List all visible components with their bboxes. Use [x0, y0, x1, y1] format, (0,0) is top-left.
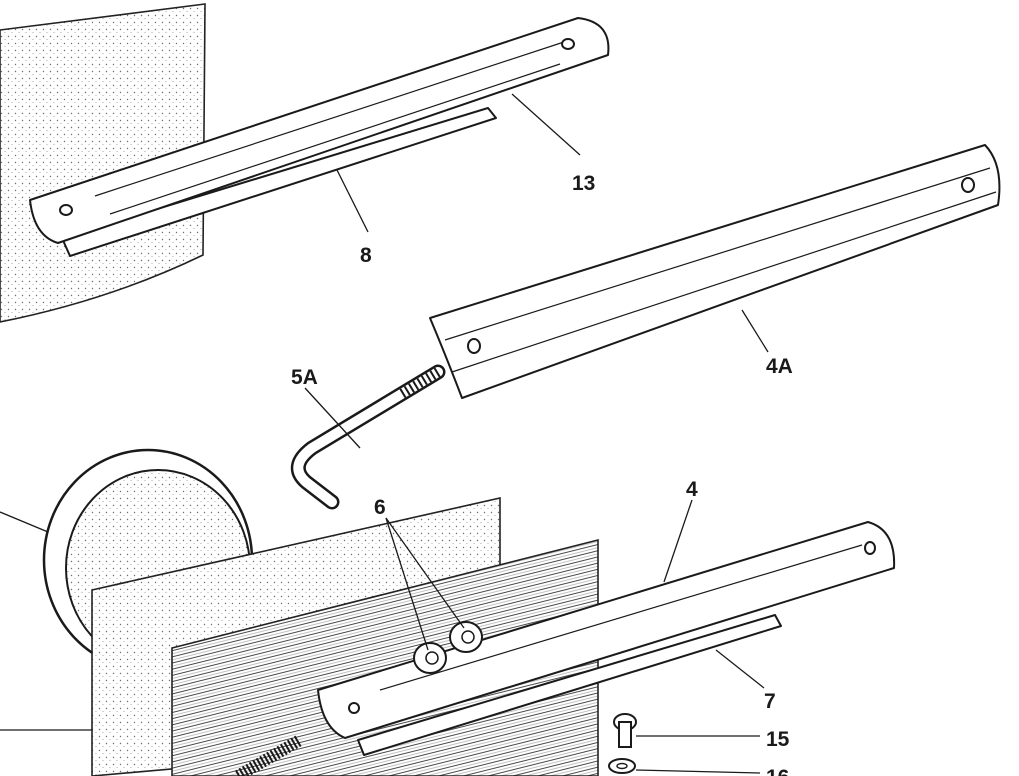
- part-4a-rail: [429, 144, 1001, 399]
- lower-body-panel: [91, 496, 599, 776]
- mounting-hole: [59, 204, 73, 216]
- part-8-rail: [61, 107, 497, 257]
- mounting-hole: [467, 338, 481, 354]
- mounting-hole: [961, 177, 975, 193]
- part-16-washer: [608, 758, 636, 774]
- part-6-nuts: [413, 621, 483, 674]
- leader-lines: [0, 93, 769, 774]
- part-4-channel: [317, 521, 896, 739]
- callout-6: 6: [374, 496, 386, 519]
- part-13-channel: [29, 17, 610, 244]
- upper-body-panel: [0, 3, 206, 323]
- callout-16: 16: [766, 766, 789, 776]
- part-5a-bolt: [290, 364, 446, 510]
- part-7-rail: [357, 614, 782, 756]
- callout-4: 4: [686, 478, 698, 501]
- callout-5a: 5A: [291, 366, 318, 389]
- mounting-hole: [348, 702, 360, 714]
- callout-15: 15: [766, 728, 790, 751]
- callout-8: 8: [360, 244, 372, 267]
- callout-13: 13: [572, 172, 595, 195]
- mounting-hole: [864, 541, 876, 555]
- callout-7: 7: [764, 690, 776, 713]
- callout-4a: 4A: [766, 355, 793, 378]
- part-15-rivet: [613, 713, 637, 748]
- mounting-hole: [561, 38, 575, 50]
